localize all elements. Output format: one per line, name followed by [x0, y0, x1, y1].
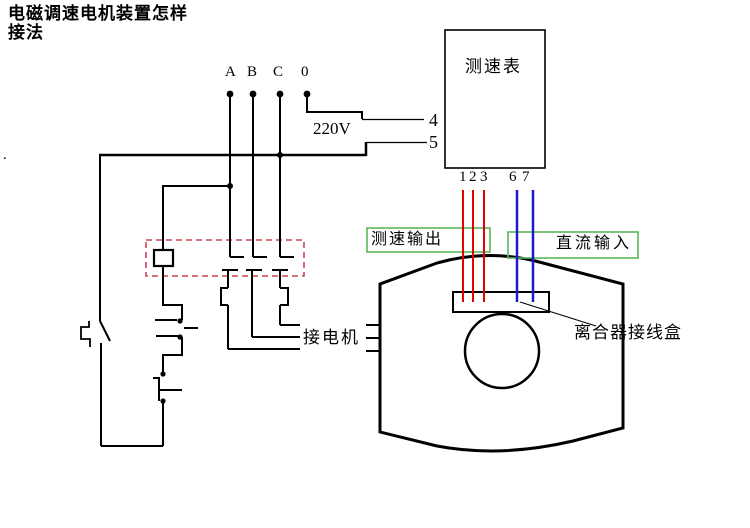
dc-input-label: 直流输入 — [556, 233, 633, 252]
speed-output-frame — [366, 227, 491, 253]
bus-junction-dot — [277, 152, 283, 158]
pushbutton-dot-lower — [160, 398, 166, 404]
terminal-a-dot — [226, 90, 234, 98]
motor-lead-a — [220, 270, 300, 350]
phase-c-label: C — [273, 64, 284, 80]
connect-motor-label: 接电机 — [303, 328, 360, 348]
neutral-label: 0 — [301, 64, 309, 80]
wire-2-label: 2 — [469, 169, 477, 185]
neutral-line — [306, 94, 363, 119]
holding-contact-dot-lower — [177, 334, 183, 340]
page-title-line1: 电磁调速电机装置怎样 — [8, 4, 188, 24]
motor-lead-c — [279, 270, 300, 326]
tachometer-box — [444, 29, 546, 169]
terminal-b-dot — [249, 90, 257, 98]
tachometer-label: 测速表 — [465, 57, 522, 77]
speed-output-label: 测速输出 — [371, 229, 444, 248]
holding-contact-lower-wire — [162, 337, 183, 374]
tacho-output-wires-red — [462, 190, 485, 302]
motor-terminal-ticks — [366, 324, 380, 352]
terminal-c-dot — [276, 90, 284, 98]
voltage-label: 220V — [313, 119, 351, 138]
clutch-junction-box-label: 离合器接线盒 — [574, 323, 682, 343]
clutch-label-leader-line — [519, 301, 597, 327]
motor-shaft-circle — [463, 312, 541, 390]
main-circuit-lines — [80, 94, 427, 447]
wire-1-label: 1 — [459, 169, 467, 185]
dc-input-wires-blue — [515, 190, 535, 302]
contactor-dashed-enclosure — [145, 239, 305, 277]
breaker-trip-element — [80, 321, 91, 347]
annotation-frames — [366, 227, 639, 259]
breaker-blade — [99, 320, 111, 342]
holding-contact-dot-upper — [177, 318, 183, 324]
phase-b-label: B — [247, 64, 258, 80]
junction-dots — [160, 90, 311, 404]
contactor-main-contacts — [222, 256, 294, 271]
coil-feed-junction-dot — [227, 183, 233, 189]
tacho-terminal-5-label: 5 — [429, 132, 438, 152]
dc-input-frame — [507, 231, 639, 259]
wire-6-label: 6 — [509, 169, 517, 185]
clutch-junction-box — [452, 291, 550, 313]
pushbutton-dot-upper — [160, 371, 166, 377]
phase-a-label: A — [225, 64, 236, 80]
wire-3-label: 3 — [480, 169, 488, 185]
terminal-0-dot — [303, 90, 311, 98]
tacho-terminal-4-label: 4 — [429, 110, 438, 130]
holding-contact-upper-wire — [162, 266, 183, 320]
contactor-coil — [152, 248, 175, 268]
coil-feed-wire — [162, 185, 230, 250]
stray-period-mark: . — [3, 147, 7, 163]
wire-7-label: 7 — [522, 169, 530, 185]
page-title-line2: 接法 — [8, 23, 44, 43]
motor-lead-b — [251, 270, 300, 338]
